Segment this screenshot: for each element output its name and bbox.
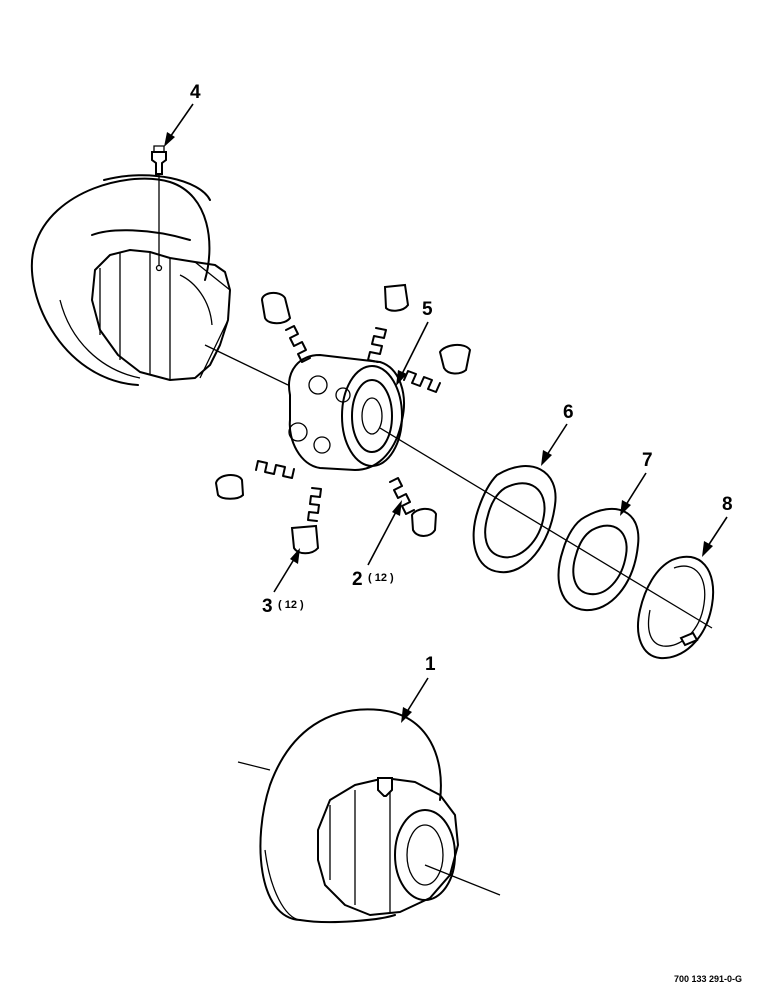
callout-5: 5 [396, 299, 433, 386]
callout-label-7: 7 [642, 450, 653, 471]
drawing-reference-code: 700 133 291-0-G [674, 974, 742, 984]
retaining-ring [637, 555, 715, 660]
upper-housing [30, 174, 231, 386]
callout-1: 1 [401, 654, 436, 723]
callout-4: 4 [164, 82, 201, 147]
callout-qty-3: ( 12 ) [278, 599, 304, 611]
center-hub [288, 354, 405, 471]
callout-6: 6 [541, 402, 574, 466]
callout-7: 7 [620, 450, 653, 516]
callout-label-1: 1 [425, 654, 436, 675]
callout-2: 2 ( 12 ) [352, 500, 402, 590]
callout-label-2: 2 [352, 569, 363, 590]
callout-label-6: 6 [563, 402, 574, 423]
callout-label-5: 5 [422, 299, 433, 320]
shaft-centerline [204, 344, 713, 629]
callout-8: 8 [702, 494, 733, 557]
springs [255, 325, 441, 522]
friction-washer-7 [557, 507, 640, 612]
detent-pins [214, 283, 472, 555]
callout-3: 3 ( 12 ) [262, 548, 304, 617]
callout-label-4: 4 [190, 82, 201, 103]
assembled-unit [237, 708, 501, 924]
friction-washer-6 [472, 465, 557, 574]
callout-qty-2: ( 12 ) [368, 572, 394, 584]
callout-label-3: 3 [262, 596, 273, 617]
grease-fitting [151, 145, 167, 272]
callout-label-8: 8 [722, 494, 733, 515]
